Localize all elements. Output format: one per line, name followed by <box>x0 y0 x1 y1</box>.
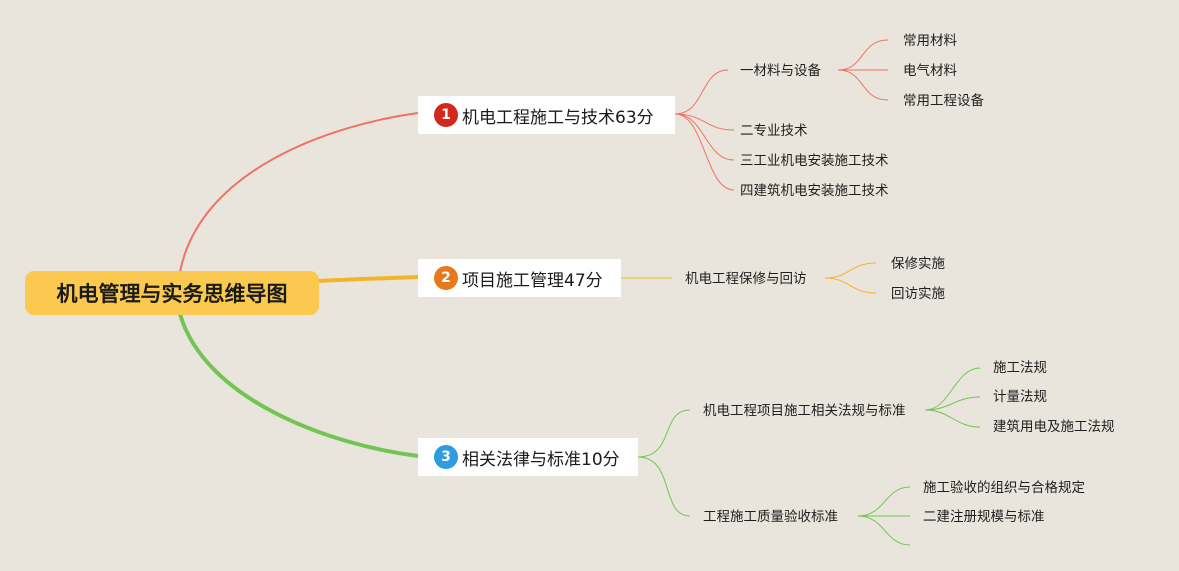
number-badge-1: 1 <box>434 103 458 127</box>
number-badge-2: 2 <box>434 266 458 290</box>
branch-node-3-label: 相关法律与标准10分 <box>462 449 620 470</box>
edge-b1-building <box>674 113 735 191</box>
topic-regulations-standards[interactable]: 机电工程项目施工相关法规与标准 <box>703 403 906 419</box>
branch-node-1[interactable]: 1 机电工程施工与技术63分 <box>418 96 675 134</box>
topic-maintenance-visit[interactable]: 机电工程保修与回访 <box>685 271 807 287</box>
branch-node-2[interactable]: 2 项目施工管理47分 <box>418 259 621 297</box>
branch-node-2-label: 项目施工管理47分 <box>462 270 603 291</box>
subtopic-acceptance-organization[interactable]: 施工验收的组织与合格规定 <box>923 480 1085 496</box>
edge-b3-regulations <box>637 409 691 458</box>
subtopic-return-visit[interactable]: 回访实施 <box>891 286 945 302</box>
edge-root-branch-1 <box>179 112 419 273</box>
subtopic-electrical-materials[interactable]: 电气材料 <box>903 63 957 79</box>
subtopic-construction-law[interactable]: 施工法规 <box>993 360 1047 376</box>
topic-industrial-install[interactable]: 三工业机电安装施工技术 <box>740 153 889 169</box>
edge-b1-professional <box>674 113 735 131</box>
subtopic-metering-law[interactable]: 计量法规 <box>993 389 1047 405</box>
branch-node-3[interactable]: 3 相关法律与标准10分 <box>418 438 638 476</box>
edge-materials-common <box>837 39 889 71</box>
edge-b1-materials <box>674 69 729 115</box>
edge-materials-equipment <box>837 69 889 101</box>
topic-professional-tech[interactable]: 二专业技术 <box>740 123 808 139</box>
branch-node-1-label: 机电工程施工与技术63分 <box>462 107 654 128</box>
subtopic-common-equipment[interactable]: 常用工程设备 <box>903 93 984 109</box>
edge-quality-empty <box>857 515 911 546</box>
edge-regulations-construction <box>924 367 981 411</box>
edge-root-branch-2 <box>317 275 419 283</box>
root-node[interactable]: 机电管理与实务思维导图 <box>25 271 319 315</box>
topic-materials[interactable]: 一材料与设备 <box>740 63 821 79</box>
edge-b1-industrial <box>674 113 735 161</box>
topic-building-install[interactable]: 四建筑机电安装施工技术 <box>740 183 889 199</box>
subtopic-registration-scale[interactable]: 二建注册规模与标准 <box>923 509 1045 525</box>
number-badge-3: 3 <box>434 445 458 469</box>
edge-quality-acceptance <box>857 486 911 517</box>
edge-root-branch-3 <box>178 313 419 458</box>
edge-maintenance-warranty <box>824 262 877 279</box>
subtopic-warranty[interactable]: 保修实施 <box>891 256 945 272</box>
edge-regulations-metering <box>924 396 981 411</box>
subtopic-electric-law[interactable]: 建筑用电及施工法规 <box>993 419 1115 435</box>
edge-regulations-electric <box>924 409 981 428</box>
root-node-label: 机电管理与实务思维导图 <box>56 282 288 306</box>
topic-quality-acceptance[interactable]: 工程施工质量验收标准 <box>703 509 838 525</box>
edge-b3-quality <box>637 456 691 517</box>
subtopic-common-materials[interactable]: 常用材料 <box>903 33 957 49</box>
edge-maintenance-visit <box>824 277 877 294</box>
